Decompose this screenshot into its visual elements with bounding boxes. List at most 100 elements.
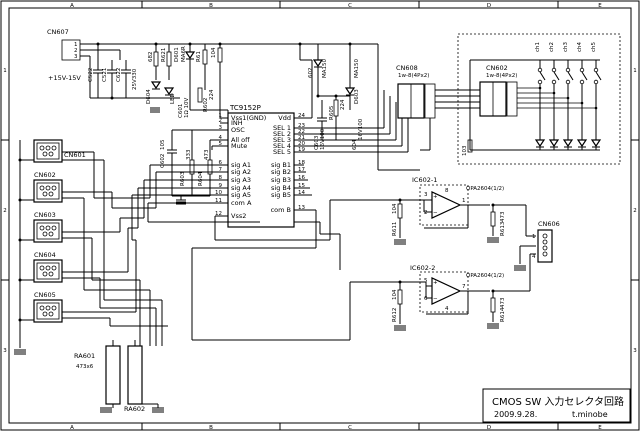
input-connector-cn604: CN604 [18, 251, 63, 283]
c521-capacitor [107, 60, 117, 98]
ic-pin-label-12: Vss2 [231, 212, 246, 220]
ic-supply-wiring: 602 MA150 C603 16V100 R605 224 D603 MA15… [294, 42, 420, 171]
ic-pin-label-13: com B [271, 206, 291, 214]
cn602b-label: CN602 [486, 64, 508, 72]
svg-text:+: + [433, 194, 438, 200]
ic-pin-label-18: sig B1 [271, 161, 291, 169]
input-connector-label: CN601 [64, 151, 86, 159]
input-connector-cn601: CN601 [18, 139, 86, 163]
cn606-label: CN606 [538, 220, 560, 228]
ic-pin-label-17: sig B2 [271, 168, 291, 176]
svg-text:−: − [433, 296, 438, 302]
ground-cn606 [514, 265, 526, 271]
col-label-d-bottom: D [487, 425, 491, 431]
c604-value: 16V100 [358, 118, 364, 140]
r602-resistor [197, 87, 203, 103]
c603-value: 16V100 [320, 128, 326, 150]
switch-ch1: ch1 [517, 42, 546, 150]
ra601-label: RA601 [74, 352, 95, 360]
ground-ra602 [152, 407, 164, 413]
c602-label: C602 [160, 154, 166, 168]
col-label-b-bottom: B [209, 425, 213, 431]
r602-value: 224 [209, 89, 215, 100]
ic-pin-label-5: Mute [231, 142, 247, 150]
r611-resistor [397, 203, 403, 219]
ic-pin-label-3: OSC [231, 126, 245, 134]
c622-capacitor [121, 60, 131, 98]
ic-pin-label-8: sig A3 [231, 176, 251, 184]
ic-pin-21: 21 [298, 135, 305, 141]
switch-ch4: ch4 [517, 41, 588, 150]
ic-pin-8: 8 [219, 175, 223, 181]
ground-power [150, 107, 160, 113]
ic-pin-label-11: com A [231, 199, 252, 207]
c604-label: 604 [352, 139, 358, 150]
r611-label: R611 [392, 222, 398, 236]
ic-pin-label-16: sig B3 [271, 176, 291, 184]
ground-ra601 [100, 407, 112, 413]
cn607-pin-1: 1 [74, 42, 78, 48]
ic-pin-17: 17 [298, 167, 305, 173]
ra601-value: 473x6 [76, 364, 94, 370]
cn607-pin-2: 2 [74, 48, 78, 54]
r10-label: 103 [462, 145, 468, 156]
c602-capacitor [167, 130, 177, 196]
cn608-cable [435, 89, 480, 109]
ic-name: TC9152P [229, 104, 261, 112]
svg-text:−: − [433, 210, 438, 216]
ic-pin-label-23: SEL 1 [273, 124, 291, 132]
r614-resistor [490, 297, 496, 313]
d602-diode [312, 44, 324, 96]
ic-pin-9: 9 [219, 183, 223, 189]
r613-resistor [490, 211, 496, 227]
ground-r611 [394, 239, 406, 245]
switch-ch2: ch2 [517, 42, 560, 150]
author-text: t.minobe [572, 410, 608, 419]
ic-pin-3: 3 [219, 125, 223, 131]
switch-label: ch3 [563, 41, 569, 52]
led-label: LED [170, 93, 176, 104]
cn606-pin-1: 1 [532, 234, 536, 240]
col-label-a-top: A [70, 3, 74, 9]
ic-pin-4: 4 [219, 135, 223, 141]
ic602-1-desc: OPA2604(1/2) [466, 186, 504, 192]
r682-resistor [153, 51, 159, 67]
switch-label: ch4 [577, 41, 583, 52]
d602-value: MA150 [322, 58, 328, 78]
col-label-b-top: B [209, 3, 213, 9]
row-label-2-left: 2 [3, 208, 7, 214]
ic-pin-16: 16 [298, 175, 305, 181]
ic-pin-24: 24 [298, 113, 305, 119]
d602-label: 602 [308, 68, 314, 79]
cn602b-desc: 1w-8(4Px2) [486, 73, 517, 79]
opamp-ic602-2: IC602-2 OPA2604(1/2) + − 5 6 7 4 R612 10… [392, 253, 536, 331]
r603-label: R603 [180, 171, 186, 186]
col-label-c-top: C [348, 3, 352, 9]
ic-pin-label-24: Vdd [278, 114, 291, 122]
ground-r614 [487, 323, 499, 329]
ma6r-label: MA6R [181, 46, 187, 62]
cap-rating-label: 25V330 [132, 68, 138, 90]
c602-value: 105 [160, 139, 166, 150]
ic-pin-7: 7 [219, 167, 223, 173]
ic-pin-20: 20 [298, 141, 305, 147]
switch-label: ch2 [549, 42, 555, 52]
ic-pin-label-7: sig A2 [231, 168, 251, 176]
ic-pin-label-20: SEL 4 [273, 142, 291, 150]
ic-pin-label-21: SEL 3 [273, 136, 291, 144]
r613-label: R613 [500, 221, 506, 236]
r604-value: 473 [204, 149, 210, 160]
c522-label: C522 [88, 68, 94, 82]
ic-pin-22: 22 [298, 129, 305, 135]
power-section: CN607 1 2 3 +15V-15V C522 C521 [47, 28, 378, 118]
r61-resistor [202, 49, 208, 65]
col-label-d-top: D [487, 3, 491, 9]
power-rail-label: +15V-15V [48, 74, 81, 82]
switch-label: ch1 [535, 42, 541, 52]
r612-value: 104 [392, 289, 398, 300]
ic-pin-label-1: Vss1(GND) [231, 114, 266, 122]
cn606-pin-4: 4 [532, 254, 536, 260]
